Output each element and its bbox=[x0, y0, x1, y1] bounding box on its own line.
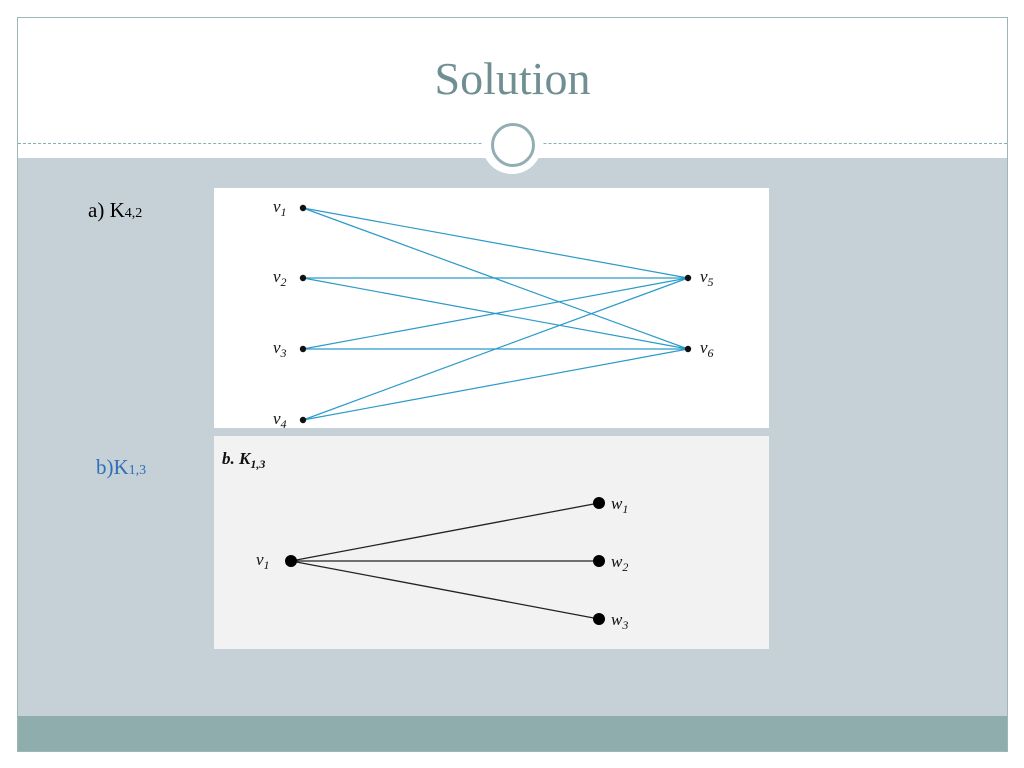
node-v1 bbox=[285, 555, 297, 567]
label-w3: w3 bbox=[611, 610, 628, 632]
part-b-prefix: b)K bbox=[96, 455, 129, 479]
part-b-subscript: 1,3 bbox=[128, 463, 147, 478]
part-a-prefix: a) K bbox=[88, 198, 125, 222]
part-a-label: a) K4,2 bbox=[88, 198, 142, 223]
node-w3 bbox=[593, 613, 605, 625]
slide-title: Solution bbox=[434, 53, 591, 104]
node-w2 bbox=[593, 555, 605, 567]
label-w2: w2 bbox=[611, 552, 628, 574]
graph-a-panel: v1 v2 v3 v4 v5 v6 bbox=[214, 188, 769, 428]
part-a-subscript: 4,2 bbox=[124, 206, 143, 221]
edge-v1-v5 bbox=[302, 207, 689, 279]
edge-v1-w3 bbox=[290, 560, 600, 620]
edge-v4-v5 bbox=[302, 277, 689, 421]
node-v2 bbox=[299, 274, 307, 282]
circle-ornament-ring bbox=[491, 123, 535, 167]
label-v1: v1 bbox=[256, 550, 270, 572]
edge-v1-w1 bbox=[290, 502, 600, 562]
graph-b-title: b. K1,3 bbox=[222, 449, 265, 471]
node-v6 bbox=[684, 345, 692, 353]
label-v4: v4 bbox=[273, 409, 287, 428]
label-v1: v1 bbox=[273, 197, 287, 219]
node-v4 bbox=[299, 416, 307, 424]
graph-b-panel: b. K1,3 v1 w1 w2 w3 bbox=[214, 436, 769, 649]
label-v6: v6 bbox=[700, 338, 714, 360]
node-w1 bbox=[593, 497, 605, 509]
edge-v4-v6 bbox=[302, 348, 689, 421]
part-b-label: b)K1,3 bbox=[96, 455, 146, 480]
graph-b-diagram: b. K1,3 v1 w1 w2 w3 bbox=[222, 449, 628, 632]
label-v3: v3 bbox=[273, 338, 287, 360]
node-v5 bbox=[684, 274, 692, 282]
label-v2: v2 bbox=[273, 267, 287, 289]
edge-v3-v5 bbox=[302, 277, 689, 350]
label-v5: v5 bbox=[700, 267, 714, 289]
label-w1: w1 bbox=[611, 494, 628, 516]
graph-a-diagram: v1 v2 v3 v4 v5 v6 bbox=[273, 197, 714, 428]
node-v3 bbox=[299, 345, 307, 353]
footer-bar bbox=[18, 716, 1007, 751]
slide: Solution a) K4,2 b)K1,3 v1 v2 v3 v4 v5 v6 b. … bbox=[17, 17, 1008, 752]
node-v1 bbox=[299, 204, 307, 212]
